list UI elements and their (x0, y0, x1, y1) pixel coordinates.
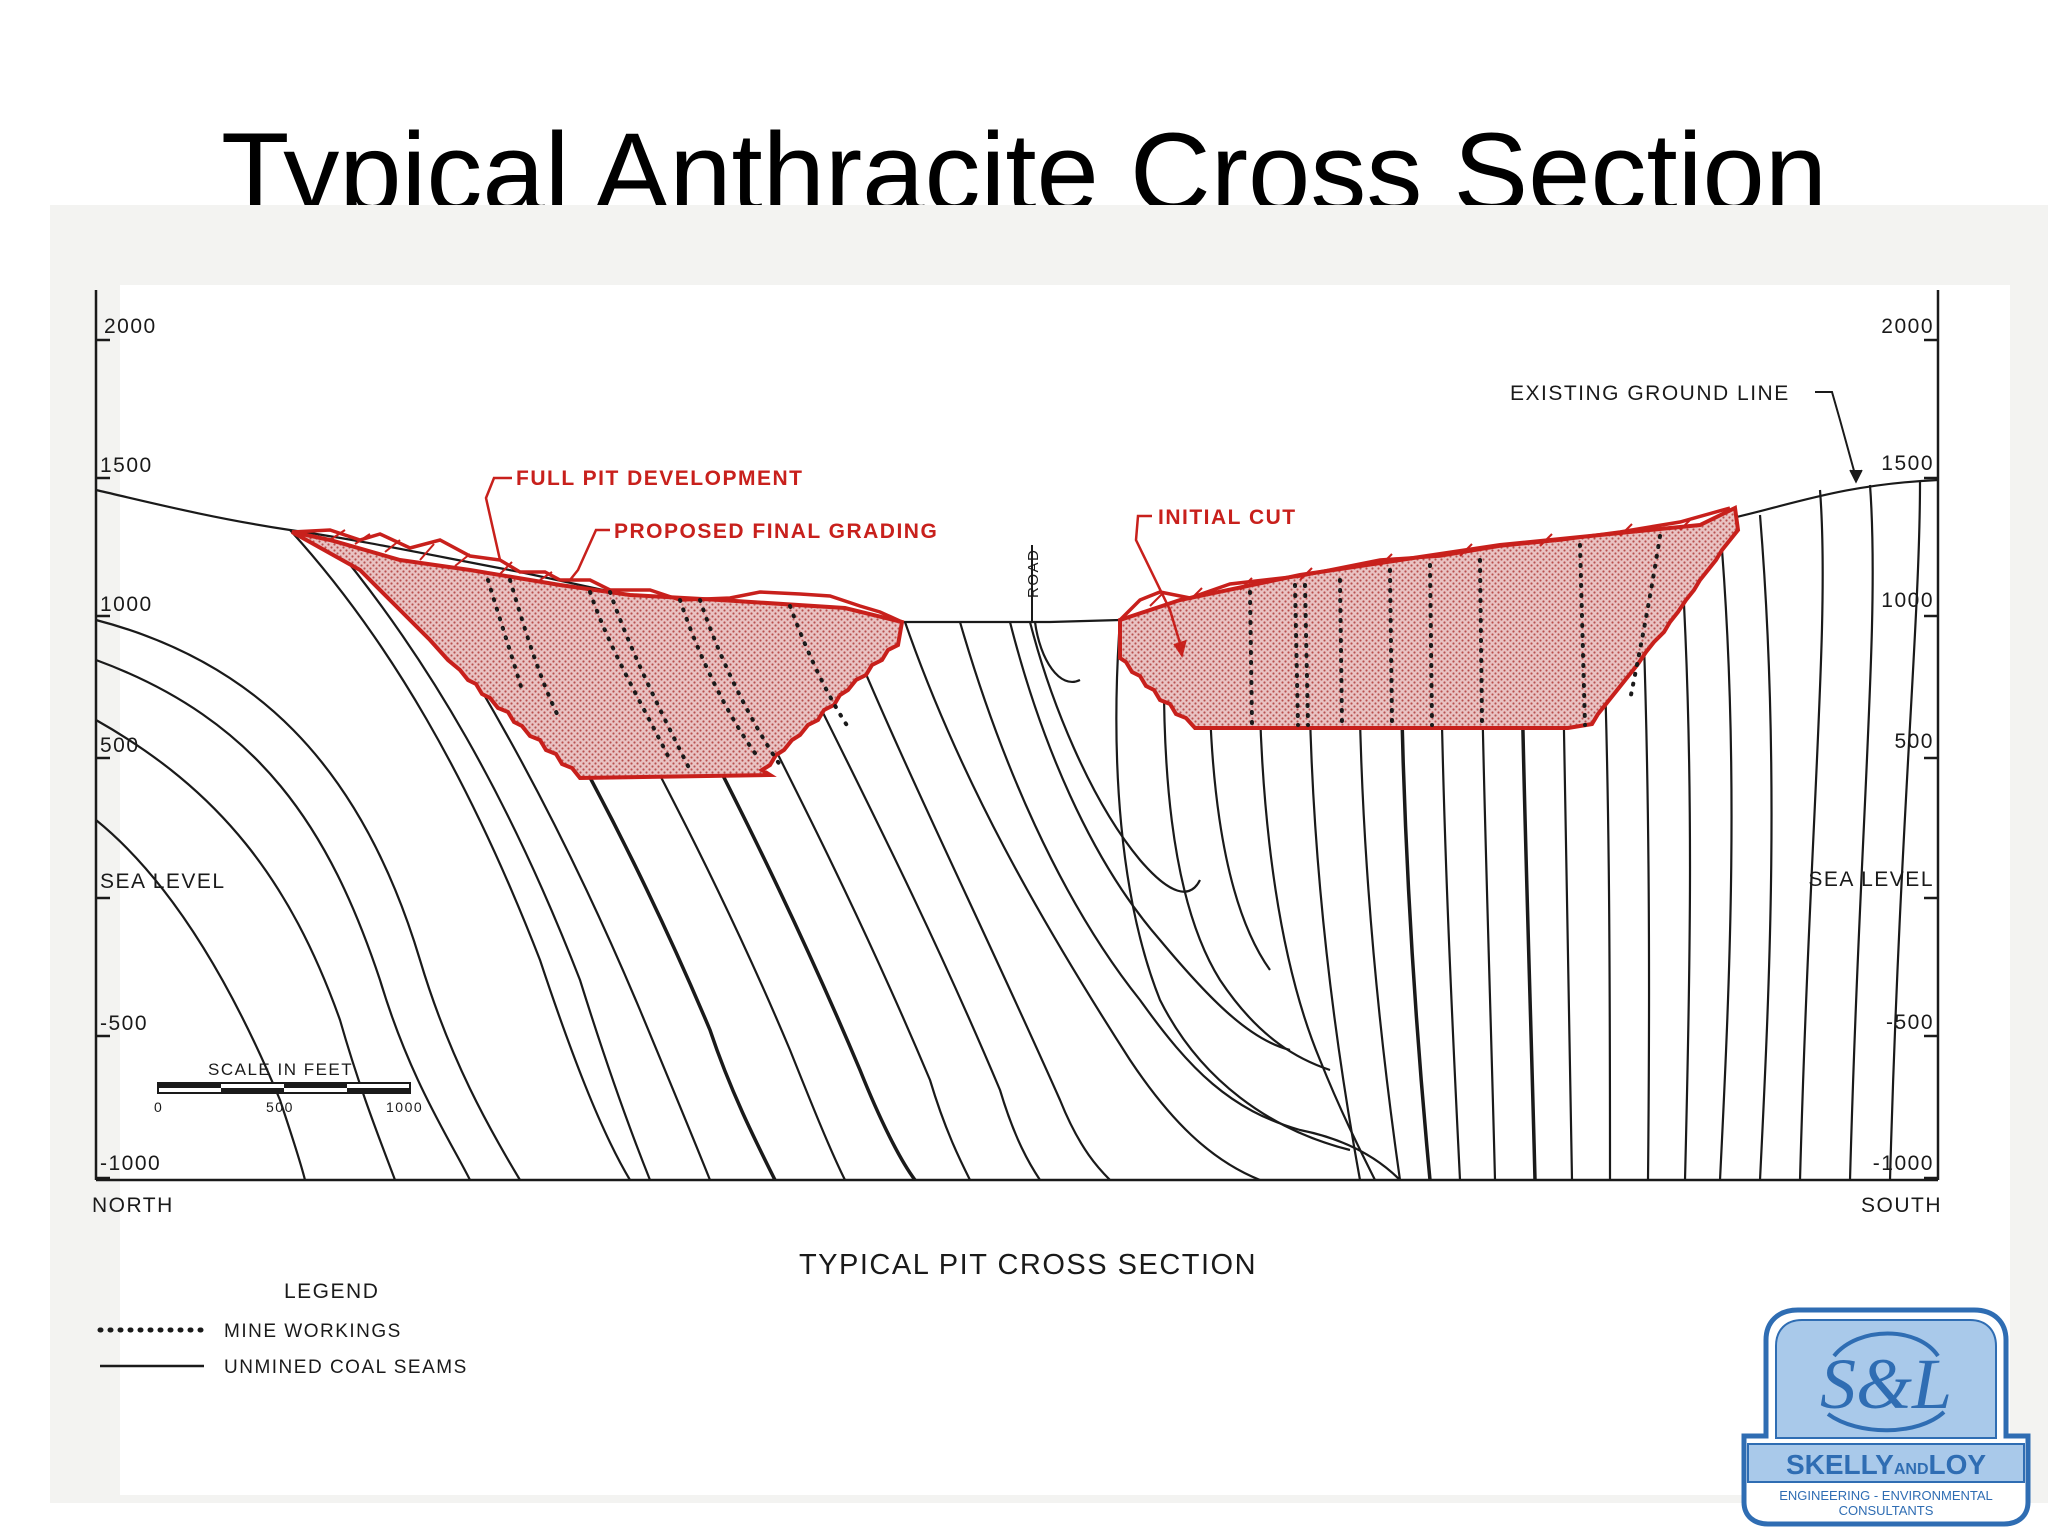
elevation-scale-left (94, 290, 110, 1180)
logo-monogram: S&L (1820, 1344, 1952, 1424)
elev-right-1000: 1000 (1881, 589, 1934, 612)
north-pit-full-development (291, 528, 905, 781)
logo-name-end: LOY (1929, 1449, 1987, 1480)
scale-tick-500: 500 (266, 1099, 294, 1115)
direction-north: NORTH (92, 1194, 174, 1217)
scale-title: SCALE IN FEET (208, 1060, 353, 1079)
callout-existing-ground-line: EXISTING GROUND LINE (1510, 382, 1863, 484)
callout-proposed-final-grading: PROPOSED FINAL GRADING (569, 520, 938, 581)
callout-initial-cut: INITIAL CUT (1134, 506, 1297, 658)
skelly-and-loy-logo: S&L SKELLYANDLOY ENGINEERING - ENVIRONME… (1741, 1307, 2031, 1527)
elev-right-sea-level: SEA LEVEL (1808, 868, 1934, 891)
scale-tick-1000: 1000 (386, 1099, 423, 1115)
logo-name-main: SKELLY (1786, 1449, 1894, 1480)
svg-text:EXISTING GROUND LINE: EXISTING GROUND LINE (1510, 382, 1790, 405)
existing-ground-line (95, 478, 1939, 624)
elev-left-500: 500 (100, 734, 140, 757)
elev-left-minus-1000: -1000 (100, 1152, 161, 1175)
svg-text:INITIAL CUT: INITIAL CUT (1158, 506, 1297, 529)
elevation-labels-right: 2000 1500 1000 500 SEA LEVEL -500 -1000 (1808, 315, 1934, 1175)
legend-title: LEGEND (284, 1280, 379, 1303)
logo-tagline-line1: ENGINEERING - ENVIRONMENTAL (1779, 1488, 1993, 1503)
direction-south: SOUTH (1861, 1194, 1942, 1217)
elevation-scale-right (1924, 290, 1940, 1180)
svg-text:SKELLYANDLOY: SKELLYANDLOY (1786, 1449, 1986, 1480)
elev-right-2000: 2000 (1881, 315, 1934, 338)
figure-paper (120, 285, 2010, 1495)
logo-name-and: AND (1894, 1461, 1929, 1478)
legend: LEGEND MINE WORKINGS UNMINED COAL SEAMS (97, 1280, 468, 1378)
elev-left-sea-level: SEA LEVEL (100, 870, 226, 893)
elev-right-500: 500 (1894, 730, 1934, 753)
elev-right-minus-1000: -1000 (1873, 1152, 1934, 1175)
scale-tick-0: 0 (154, 1099, 163, 1115)
road-label: ROAD (1025, 549, 1042, 598)
elev-left-2000: 2000 (104, 315, 157, 338)
logo-tagline-line2: CONSULTANTS (1839, 1503, 1934, 1518)
callout-full-pit-development: FULL PIT DEVELOPMENT (484, 467, 803, 561)
figure-caption: TYPICAL PIT CROSS SECTION (799, 1249, 1257, 1281)
legend-label-coal-seams: UNMINED COAL SEAMS (224, 1357, 468, 1378)
elev-left-minus-500: -500 (100, 1012, 148, 1035)
svg-text:FULL PIT DEVELOPMENT: FULL PIT DEVELOPMENT (516, 467, 803, 490)
elev-left-1500: 1500 (100, 454, 153, 477)
svg-text:PROPOSED FINAL GRADING: PROPOSED FINAL GRADING (614, 520, 938, 543)
legend-label-mine-workings: MINE WORKINGS (224, 1321, 402, 1342)
elevation-labels-left: 2000 1500 1000 500 SEA LEVEL -500 -1000 (100, 315, 226, 1175)
elev-left-1000: 1000 (100, 593, 153, 616)
elev-right-minus-500: -500 (1886, 1011, 1934, 1034)
mine-workings (486, 534, 1662, 772)
elev-right-1500: 1500 (1881, 452, 1934, 475)
road-feature: ROAD (1025, 545, 1042, 622)
scale-bar: SCALE IN FEET 0 500 1000 (154, 1060, 423, 1115)
